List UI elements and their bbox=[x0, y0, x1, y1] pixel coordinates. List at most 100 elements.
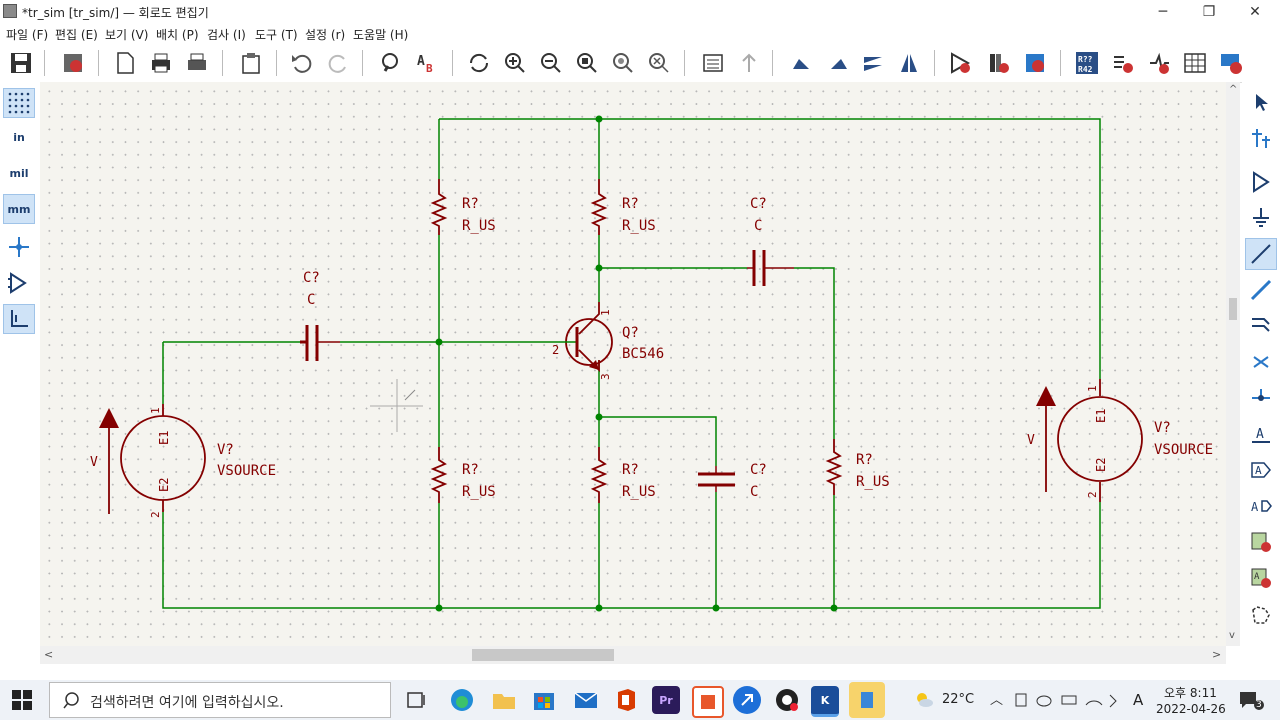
refresh-icon[interactable] bbox=[464, 48, 494, 78]
add-symbol-icon[interactable] bbox=[1245, 166, 1277, 198]
scroll-right-arrow[interactable]: > bbox=[1212, 648, 1222, 661]
units-mm-button[interactable]: mm bbox=[3, 194, 35, 224]
clock-time[interactable]: 오후 8:11 bbox=[1164, 686, 1217, 700]
edge-browser-icon[interactable] bbox=[448, 686, 476, 714]
add-bus-icon[interactable] bbox=[1245, 274, 1277, 306]
erc-icon[interactable] bbox=[1108, 48, 1138, 78]
obs-icon[interactable] bbox=[773, 686, 801, 714]
app-2020-icon[interactable] bbox=[692, 686, 724, 718]
menu-inspect[interactable]: 검사 (I) bbox=[207, 28, 246, 42]
bus-entry-icon[interactable] bbox=[1245, 310, 1277, 342]
hidden-pins-icon[interactable] bbox=[3, 268, 35, 298]
capacitor-c3[interactable] bbox=[698, 466, 735, 492]
ime-indicator[interactable]: A bbox=[1133, 691, 1144, 709]
undo-icon[interactable] bbox=[286, 48, 316, 78]
premiere-icon[interactable]: Pr bbox=[652, 686, 680, 714]
zoom-fit-icon[interactable] bbox=[572, 48, 602, 78]
horizontal-scrollbar[interactable]: < > bbox=[40, 646, 1226, 664]
mirror-vertical-icon[interactable] bbox=[858, 48, 888, 78]
mail-icon[interactable] bbox=[572, 686, 600, 714]
footprint-assign-icon[interactable] bbox=[1020, 48, 1050, 78]
office-icon[interactable] bbox=[612, 686, 640, 714]
close-button[interactable]: ✕ bbox=[1249, 4, 1261, 20]
resistor-r1[interactable] bbox=[430, 179, 448, 235]
voltage-source-v1[interactable] bbox=[99, 404, 206, 514]
voltage-source-v2[interactable] bbox=[1036, 379, 1143, 502]
kicad-icon[interactable]: K bbox=[811, 686, 839, 717]
rotate-cw-icon[interactable] bbox=[824, 48, 854, 78]
import-sheet-pin-icon[interactable]: A bbox=[1245, 562, 1277, 594]
scroll-up-arrow[interactable]: ^ bbox=[1229, 84, 1238, 95]
menu-place[interactable]: 배치 (P) bbox=[156, 28, 199, 42]
symbol-editor-icon[interactable] bbox=[946, 48, 976, 78]
units-mil-button[interactable]: mil bbox=[3, 158, 35, 188]
plot-icon[interactable] bbox=[182, 48, 212, 78]
weather-icon[interactable] bbox=[914, 690, 934, 714]
simulator-icon[interactable] bbox=[1144, 48, 1174, 78]
junction-icon[interactable] bbox=[1245, 382, 1277, 414]
notification-icon[interactable] bbox=[1238, 690, 1260, 714]
mirror-horizontal-icon[interactable] bbox=[894, 48, 924, 78]
zoom-in-icon[interactable] bbox=[500, 48, 530, 78]
schematic-canvas[interactable]: R? R_US R? R_US R? R_US R? R_US R? R_US … bbox=[40, 82, 1226, 646]
capacitor-c1[interactable] bbox=[300, 325, 340, 361]
scroll-down-arrow[interactable]: v bbox=[1229, 630, 1235, 641]
schematic-setup-icon[interactable] bbox=[58, 48, 88, 78]
bom-generate-icon[interactable] bbox=[1216, 48, 1246, 78]
resistor-r3[interactable] bbox=[430, 447, 448, 503]
add-wire-icon[interactable] bbox=[1245, 238, 1277, 270]
zoom-objects-icon[interactable] bbox=[608, 48, 638, 78]
select-arrow-icon[interactable] bbox=[1245, 86, 1277, 118]
page-settings-icon[interactable] bbox=[110, 48, 140, 78]
menu-edit[interactable]: 편집 (E) bbox=[55, 28, 98, 42]
minimize-button[interactable]: ─ bbox=[1158, 4, 1168, 20]
tray-icons[interactable] bbox=[1014, 691, 1124, 713]
redo-icon[interactable] bbox=[324, 48, 354, 78]
taskbar-search-box[interactable]: 검색하려면 여기에 입력하십시오. bbox=[49, 682, 391, 718]
line-mode-icon[interactable] bbox=[3, 304, 35, 334]
clock-date[interactable]: 2022-04-26 bbox=[1156, 702, 1226, 716]
add-text-icon[interactable] bbox=[1245, 600, 1277, 632]
no-connect-icon[interactable] bbox=[1245, 346, 1277, 378]
rotate-ccw-icon[interactable] bbox=[786, 48, 816, 78]
maximize-button[interactable]: ❐ bbox=[1202, 4, 1216, 20]
app-blue-icon[interactable] bbox=[733, 686, 761, 714]
task-view-icon[interactable] bbox=[406, 690, 426, 714]
hierarchy-navigator-icon[interactable] bbox=[698, 48, 728, 78]
zoom-selection-icon[interactable] bbox=[644, 48, 674, 78]
vertical-scrollbar[interactable]: ^ v bbox=[1226, 82, 1240, 646]
horizontal-scroll-thumb[interactable] bbox=[472, 649, 614, 661]
units-inch-button[interactable]: in bbox=[3, 122, 35, 152]
menu-view[interactable]: 보기 (V) bbox=[105, 28, 149, 42]
hierarchical-label-icon[interactable]: A bbox=[1245, 490, 1277, 522]
add-power-icon[interactable] bbox=[1245, 202, 1277, 234]
store-icon[interactable] bbox=[530, 686, 558, 714]
find-icon[interactable] bbox=[376, 48, 406, 78]
tray-overflow-icon[interactable]: ︿ bbox=[990, 693, 1004, 708]
paste-icon[interactable] bbox=[236, 48, 266, 78]
menu-help[interactable]: 도움말 (H) bbox=[353, 28, 409, 42]
highlight-net-icon[interactable] bbox=[1245, 122, 1277, 154]
global-label-icon[interactable]: A bbox=[1245, 454, 1277, 486]
vertical-scroll-thumb[interactable] bbox=[1229, 298, 1237, 320]
symbol-library-icon[interactable] bbox=[984, 48, 1014, 78]
menu-file[interactable]: 파일 (F) bbox=[6, 28, 49, 42]
zoom-out-icon[interactable] bbox=[536, 48, 566, 78]
annotate-icon[interactable]: R??R42 bbox=[1072, 48, 1102, 78]
leave-sheet-icon[interactable] bbox=[734, 48, 764, 78]
resistor-r2[interactable] bbox=[590, 179, 608, 235]
save-icon[interactable] bbox=[6, 48, 36, 78]
cursor-crosshair-icon[interactable] bbox=[3, 232, 35, 262]
resistor-r4[interactable] bbox=[590, 447, 608, 503]
print-icon[interactable] bbox=[146, 48, 176, 78]
windows-start-icon[interactable] bbox=[12, 690, 32, 714]
transistor-q1[interactable] bbox=[534, 302, 613, 373]
scroll-left-arrow[interactable]: < bbox=[44, 648, 54, 661]
menu-tools[interactable]: 도구 (T) bbox=[255, 28, 298, 42]
grid-toggle-icon[interactable] bbox=[3, 88, 35, 118]
capacitor-c2[interactable] bbox=[747, 250, 794, 286]
add-sheet-icon[interactable] bbox=[1245, 526, 1277, 558]
active-app-icon[interactable] bbox=[849, 682, 885, 718]
file-explorer-icon[interactable] bbox=[490, 686, 518, 714]
